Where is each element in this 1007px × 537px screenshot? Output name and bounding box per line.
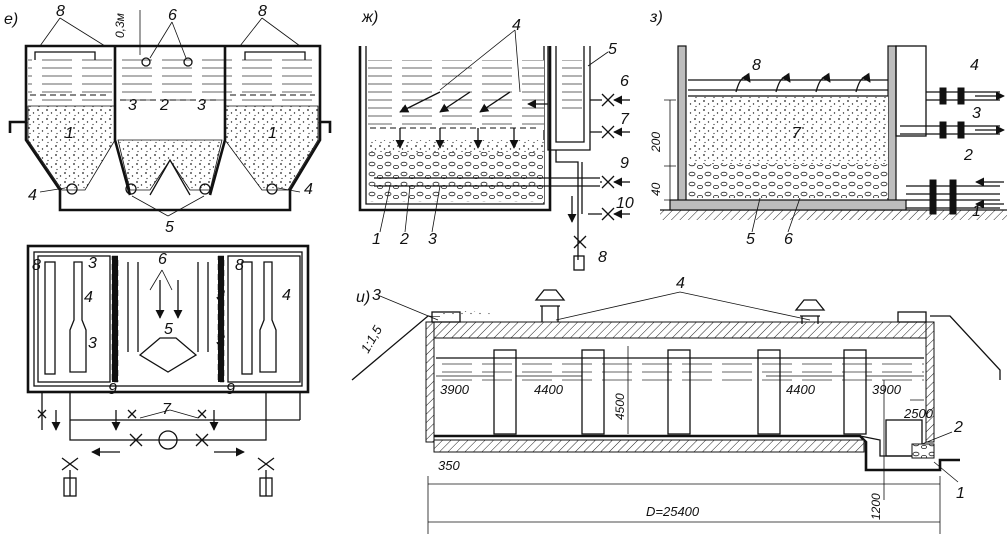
slope-label: 1:1,5 — [358, 322, 386, 355]
label-2: 2 — [953, 419, 963, 436]
partition-walls — [113, 46, 227, 196]
label-3: 3 — [972, 105, 981, 122]
label-3: 3 — [216, 287, 225, 304]
label-1: 1 — [268, 125, 277, 142]
label-2: 2 — [159, 97, 169, 114]
drain-4-left — [66, 183, 78, 195]
label-3: 3 — [128, 97, 137, 114]
label-7: 7 — [792, 125, 802, 142]
panel-e-plan: 8 8 3 3 3 3 4 4 6 5 7 9 9 — [26, 244, 310, 497]
label-3: 3 — [88, 335, 97, 352]
dim-350: 350 — [438, 458, 460, 473]
panel-z-section: з) 200 40 8 7 — [649, 9, 1007, 248]
label-2: 2 — [399, 231, 409, 248]
panel-e-section: е) 0,3м 8 8 6 1 — [4, 3, 332, 236]
inlet-6-left — [141, 57, 151, 67]
dim-diameter: D=25400 — [646, 504, 700, 519]
label-9: 9 — [226, 381, 235, 398]
columns — [493, 349, 867, 435]
dim-1200: 1200 — [869, 493, 883, 520]
flow-arrows — [395, 91, 548, 149]
sand-middle — [117, 139, 223, 191]
label-6: 6 — [158, 251, 167, 268]
label-8: 8 — [598, 249, 607, 266]
top-troughs — [34, 51, 306, 60]
label-8: 8 — [56, 3, 65, 20]
drain-4-right — [266, 183, 278, 195]
central-collector — [138, 337, 198, 373]
label-10: 10 — [616, 195, 634, 212]
label-1: 1 — [956, 485, 965, 502]
label-6: 6 — [168, 7, 177, 24]
panel-zh-section: ж) — [358, 9, 634, 271]
dim-4400: 4400 — [534, 382, 564, 397]
label-9: 9 — [108, 381, 117, 398]
label-1: 1 — [65, 125, 74, 142]
label-3: 3 — [372, 287, 381, 304]
label-3: 3 — [197, 97, 206, 114]
label-7: 7 — [162, 401, 172, 418]
label-5: 5 — [164, 321, 173, 338]
label-6: 6 — [620, 73, 629, 90]
label-6: 6 — [784, 231, 793, 248]
valves-zh — [555, 93, 615, 271]
label-5: 5 — [608, 41, 617, 58]
label-7: 7 — [620, 111, 630, 128]
sand-right — [224, 105, 319, 191]
dim-200: 200 — [649, 132, 663, 153]
label-5: 5 — [746, 231, 755, 248]
panel-label-z: з) — [649, 9, 663, 26]
dimension-lines — [427, 346, 941, 534]
label-8: 8 — [752, 57, 761, 74]
gutter-left — [69, 261, 87, 373]
central-ridge — [149, 158, 191, 196]
label-4: 4 — [84, 289, 93, 306]
pump — [158, 430, 178, 450]
tank-bottom-outline — [24, 122, 322, 212]
panel-label-zh: ж) — [361, 9, 378, 26]
ventilators — [534, 289, 826, 324]
dim-3900: 3900 — [440, 382, 470, 397]
label-2: 2 — [963, 147, 973, 164]
dim-40: 40 — [649, 182, 663, 196]
label-3: 3 — [216, 332, 225, 349]
sand-left — [27, 105, 116, 191]
label-4: 4 — [304, 181, 313, 198]
label-3: 3 — [88, 255, 97, 272]
label-1: 1 — [972, 203, 981, 220]
dim-03m: 0,3м — [113, 13, 127, 38]
label-9: 9 — [620, 155, 629, 172]
label-4: 4 — [28, 187, 37, 204]
drain-5-right — [199, 183, 211, 195]
label-3: 3 — [428, 231, 437, 248]
dim-3900: 3900 — [872, 382, 902, 397]
label-4: 4 — [282, 287, 291, 304]
label-4: 4 — [970, 57, 979, 74]
label-8: 8 — [258, 3, 267, 20]
label-4: 4 — [676, 275, 685, 292]
panel-label-i: и) — [356, 289, 370, 306]
label-8: 8 — [235, 257, 244, 274]
plan-outer — [26, 244, 310, 394]
gutter-right — [259, 261, 277, 373]
panel-i-section: и) — [351, 275, 1001, 534]
water-layer — [28, 56, 318, 106]
panel-label-e: е) — [4, 11, 18, 28]
dim-4500: 4500 — [613, 393, 627, 420]
dim-4400: 4400 — [786, 382, 816, 397]
dim-2500: 2500 — [903, 406, 934, 421]
label-8: 8 — [32, 257, 41, 274]
label-5: 5 — [165, 219, 174, 236]
drain-5-left — [125, 183, 137, 195]
inlet-6-right — [183, 57, 193, 67]
label-4: 4 — [512, 17, 521, 34]
tank-outer-wall — [8, 44, 332, 133]
label-1: 1 — [372, 231, 381, 248]
